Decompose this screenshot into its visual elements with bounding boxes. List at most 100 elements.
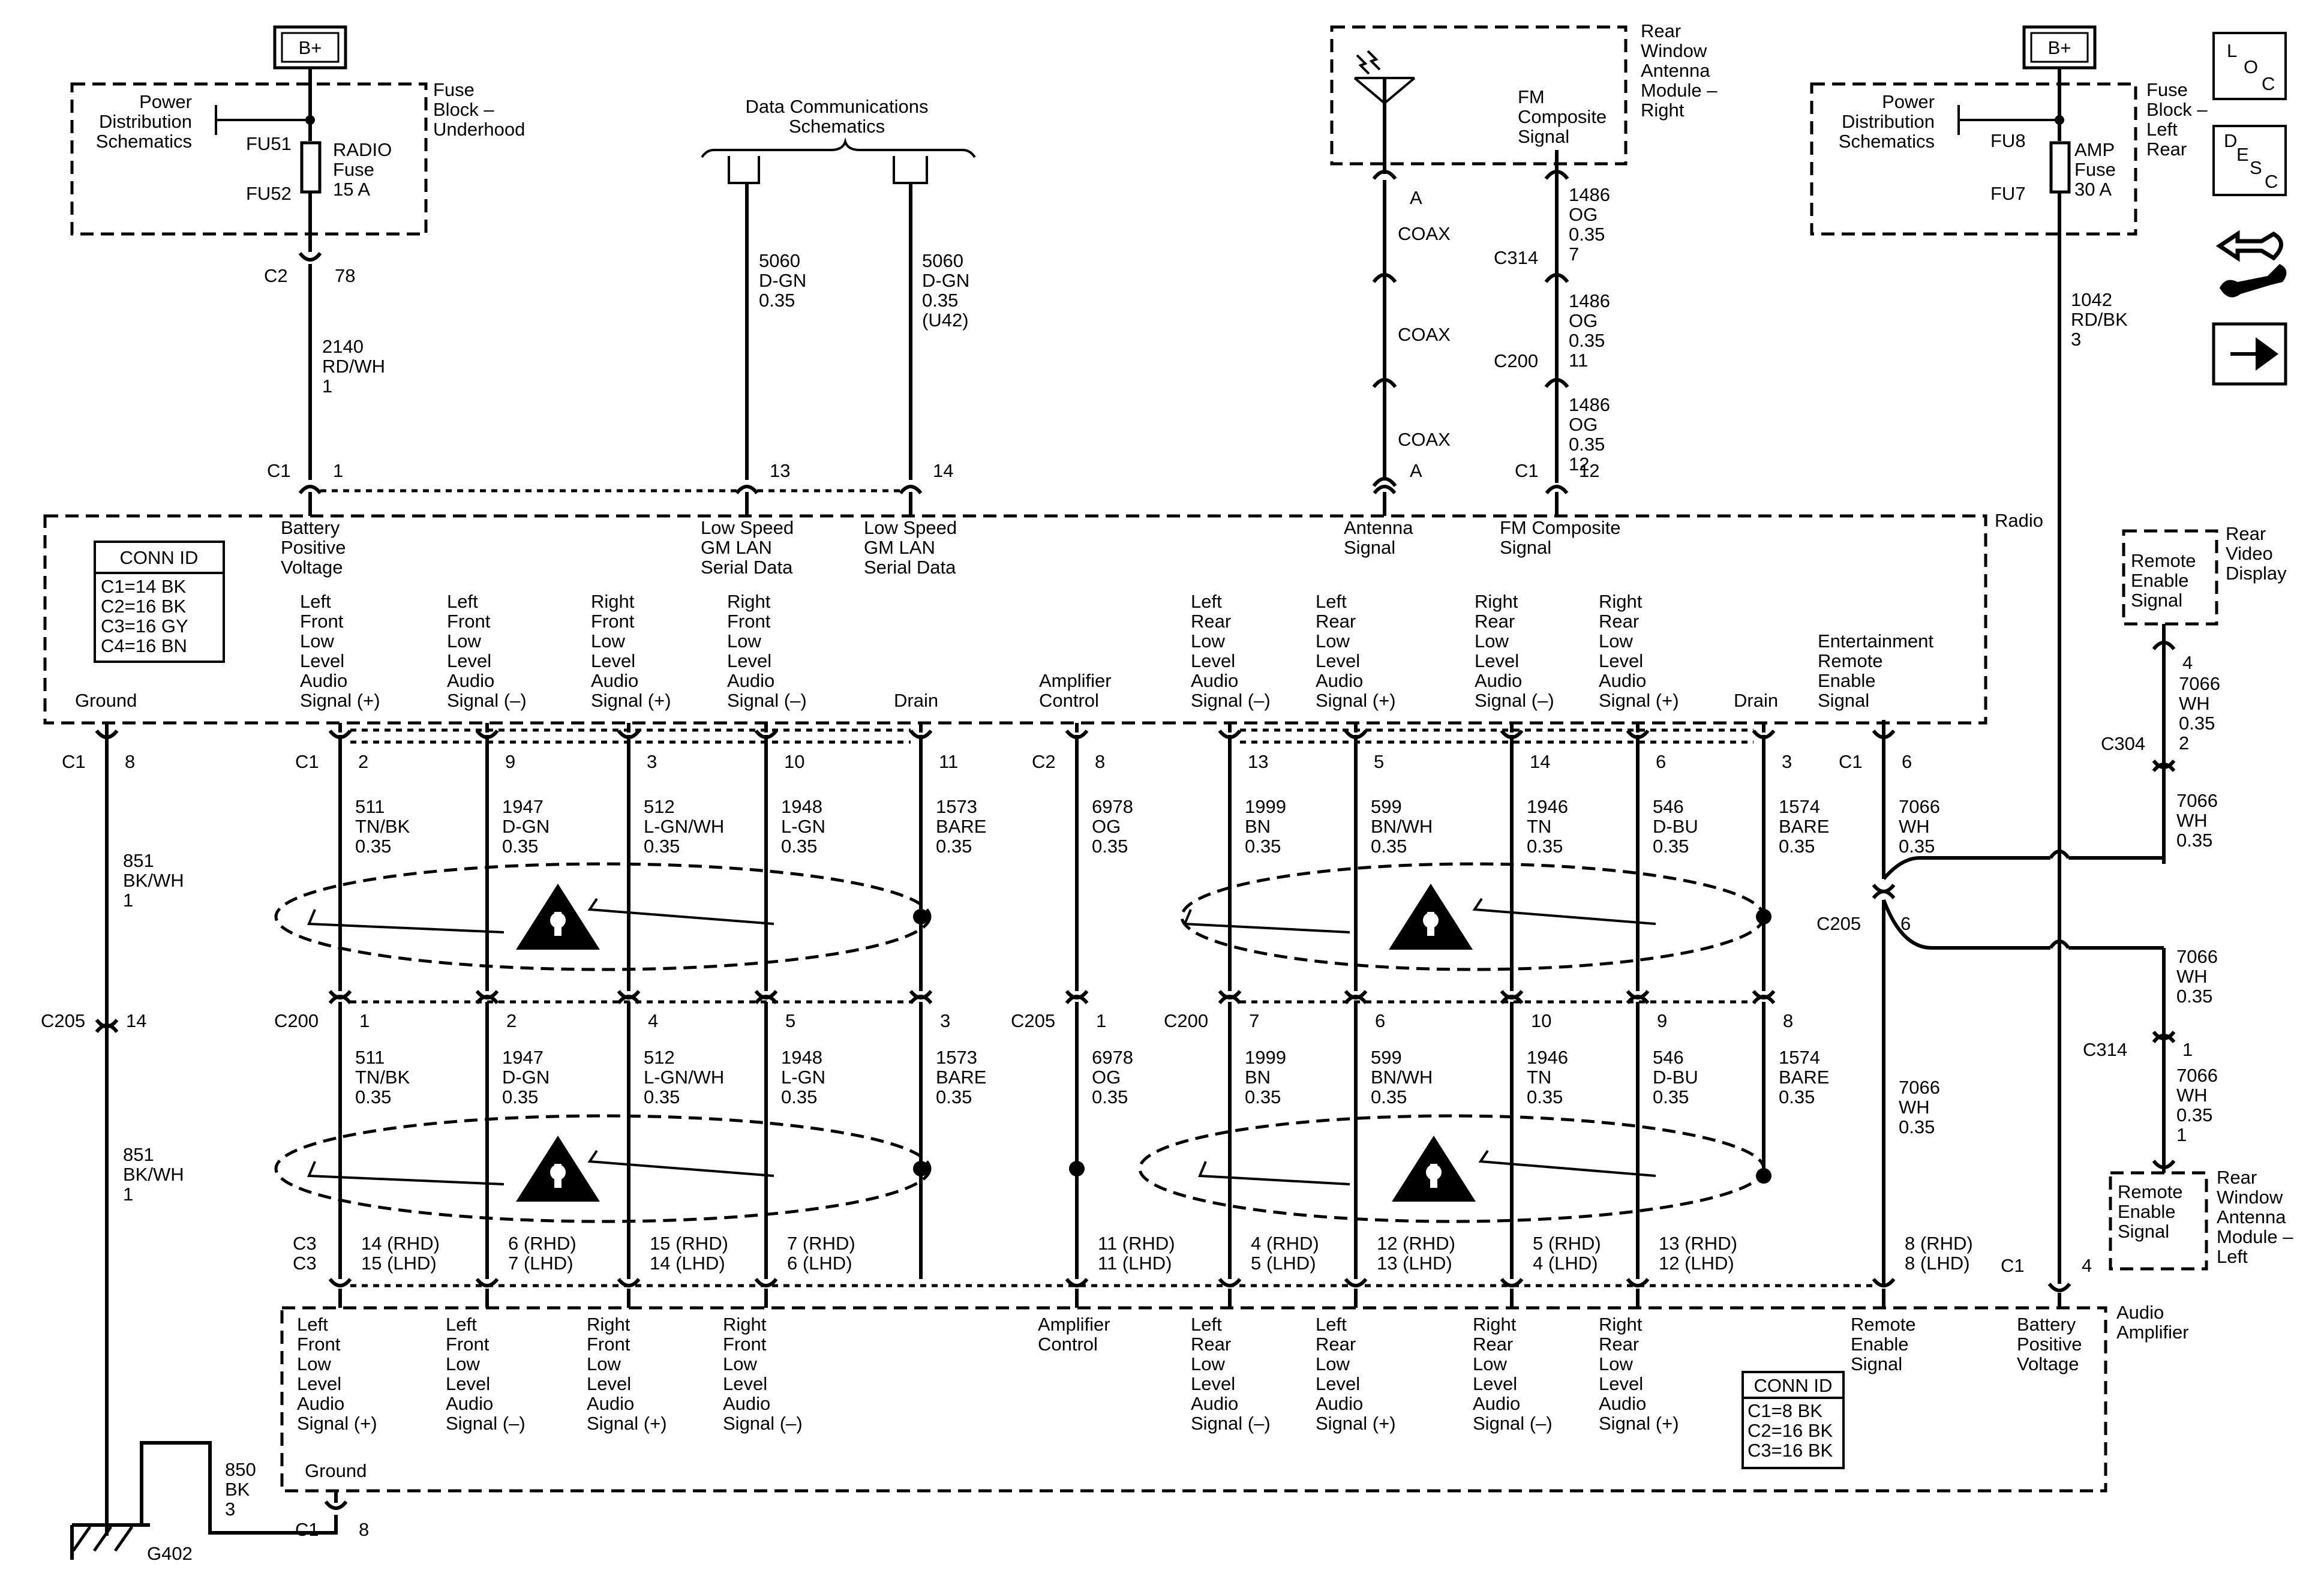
shield-groups: [274, 862, 1771, 1223]
inline-pin-6: 1: [1096, 1010, 1106, 1031]
radio-bottom-conn-1: C1: [295, 751, 319, 772]
amp-ground-label: Ground: [305, 1460, 367, 1481]
desc-icon-letter-s: S: [2250, 157, 2262, 178]
fuse-block-underhood: [70, 82, 428, 236]
radio-top-pin-12: 12: [1579, 460, 1599, 481]
radio-bottom-pin-9: 14: [1530, 751, 1550, 772]
inline-pin-1: 1: [359, 1010, 370, 1031]
shield-rear-lower: [1138, 1114, 1765, 1223]
b-plus-label-left: B+: [299, 37, 322, 58]
radio-bottom-pin-12: 6: [1902, 751, 1912, 772]
radio-bottom-pin-1: 2: [358, 751, 368, 772]
amp-conn-id-title: CONN ID: [1754, 1375, 1833, 1396]
inline-pin-2: 2: [506, 1010, 517, 1031]
inline-conn-0: C205: [41, 1010, 85, 1031]
amp-pin-numbers-3: 7 (RHD)6 (LHD): [787, 1233, 855, 1274]
b-plus-label-right: B+: [2048, 37, 2071, 58]
shield-front-lower: [274, 1114, 932, 1223]
radio-pin-label-11: Drain: [1734, 690, 1778, 711]
radio-bottom-pin-2: 9: [505, 751, 515, 772]
amp-pin-numbers-5: 4 (RHD)5 (LHD): [1251, 1233, 1319, 1274]
wrench-icon[interactable]: [2220, 264, 2287, 298]
radio-bottom-conn-6: C2: [1032, 751, 1056, 772]
radio-bottom-pin-7: 13: [1248, 751, 1268, 772]
amp-gnd-pin: 8: [359, 1519, 369, 1540]
data-comm-bracket: [701, 137, 976, 158]
radio-top-pin-14: 14: [933, 460, 953, 481]
desc-icon-letter-d: D: [2224, 130, 2237, 151]
desc-icon-letter-c: C: [2265, 171, 2278, 192]
signal-wires: [95, 723, 1896, 1308]
desc-icon[interactable]: [2212, 125, 2287, 196]
inline-pin-9: 10: [1531, 1010, 1551, 1031]
radio-top-pin-a: A: [1410, 460, 1422, 481]
amp-pin-numbers-9: 8 (RHD)8 (LHD): [1905, 1233, 1973, 1274]
inline-pin-4: 5: [785, 1010, 795, 1031]
connector-icon[interactable]: [2215, 230, 2283, 262]
radio-bottom-connector-12: [1872, 730, 1896, 739]
splice-conn-label: C205: [1816, 913, 1861, 934]
rear-left-c314-pin: 1: [2182, 1039, 2193, 1060]
radio-pin-label-5: Drain: [894, 690, 938, 711]
fm-c314-label: C314: [1494, 247, 1538, 268]
shield-rear-upper: [1180, 862, 1765, 971]
radio-bottom-pin-10: 6: [1656, 751, 1666, 772]
loc-icon[interactable]: [2212, 32, 2287, 100]
radio-module: [43, 514, 1987, 725]
radio-bottom-pin-4: 10: [784, 751, 804, 772]
amp-fuse: [2049, 141, 2071, 194]
splice-pin-label: 6: [1900, 913, 1911, 934]
inline-conn-7: C200: [1164, 1010, 1208, 1031]
rear-video-c304: C304: [2101, 733, 2145, 754]
fuse-right-fu-top: FU8: [1990, 130, 2026, 151]
radio-fuse: [300, 141, 322, 194]
rear-video-pin: 4: [2182, 652, 2193, 673]
